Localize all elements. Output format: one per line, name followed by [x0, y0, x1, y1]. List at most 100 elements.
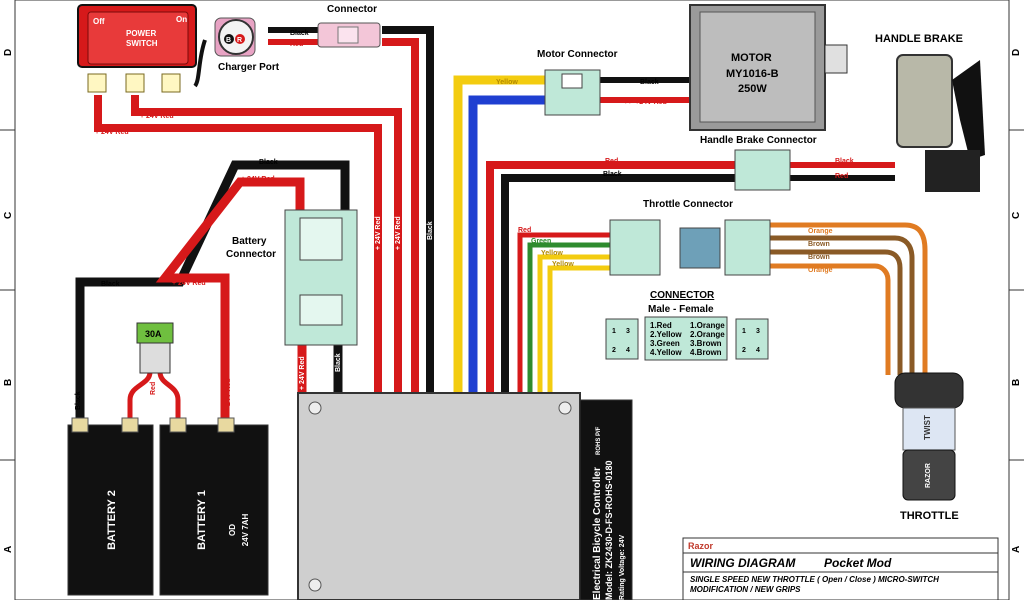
wire-label: Black	[101, 281, 120, 288]
battery-1-body	[159, 424, 269, 596]
wire-label: Black	[835, 158, 854, 165]
motor: MOTOR MY1016-B 250W	[689, 4, 848, 131]
wire-label: Red	[835, 173, 848, 180]
controller-label-plate	[579, 399, 633, 600]
battery-1-label: BATTERY 1	[196, 490, 208, 550]
charger-connector-label: Connector	[327, 4, 377, 15]
legend-pin-left: 1	[612, 328, 616, 335]
throttle-grip	[902, 449, 956, 501]
handle-brake-grip	[896, 54, 953, 148]
wire-label: Black	[75, 391, 82, 410]
power-switch-off: Off	[93, 17, 105, 26]
battery-spec1: OD	[228, 524, 237, 536]
wire-label: + 24V Red	[299, 356, 306, 390]
charger-connector-latch	[337, 26, 359, 44]
handle-brake-connector-body	[734, 149, 791, 191]
wire-yellow-throttle-1	[537, 254, 610, 395]
wire-fuse-right	[157, 371, 181, 420]
throttle-cap	[894, 372, 964, 409]
power-switch-title2: SWITCH	[126, 39, 158, 48]
battery-2-terminal	[121, 417, 139, 433]
wire-label: >> + 24V Blue	[476, 99, 522, 106]
charger-pin-b-label: B	[226, 37, 231, 44]
legend-female-3: 3.Brown	[690, 339, 722, 348]
title-block-model: Pocket Mod	[824, 556, 892, 570]
wire-black-charger	[382, 26, 434, 395]
legend-female-2: 2.Orange	[690, 330, 725, 339]
wire-label: + 24V Red	[172, 280, 206, 287]
wire-label: + 24V Red	[375, 216, 382, 250]
wire-red-battery	[155, 177, 305, 420]
battery-2-terminal	[71, 417, 89, 433]
legend-table	[644, 316, 728, 361]
power-switch-rocker	[87, 11, 189, 65]
motor-connector: Motor Connector	[537, 49, 618, 116]
handle-brake-clamp	[925, 150, 980, 192]
power-switch-on: On	[176, 15, 187, 24]
battery-connector: Battery Connector	[226, 209, 358, 346]
controller-line2: Model: ZK2430-D-FS-ROHS-0180	[604, 460, 614, 600]
battery-connector-line2: Connector	[226, 249, 276, 260]
battery-2-body	[67, 424, 154, 596]
switch-terminal	[125, 73, 145, 93]
legend-pin-right: 4	[756, 347, 760, 354]
charger-port-label: Charger Port	[218, 62, 280, 73]
frame-border	[14, 0, 1010, 600]
wire-label: Red	[605, 158, 618, 165]
throttle-connector-label: Throttle Connector	[643, 199, 733, 210]
charger-port: B R Charger Port	[214, 17, 280, 73]
legend-pin-right: 3	[756, 328, 760, 335]
controller-line3: Rating Voltage: 24V	[619, 534, 626, 600]
wire-label: >> +24V Red	[625, 99, 667, 106]
wire-fuse-left	[127, 371, 153, 420]
legend-male-1: 1.Red	[650, 321, 672, 330]
wire-yellow-throttle-2	[547, 265, 610, 395]
controller-line1: Electrical Bicycle Controller	[592, 467, 603, 600]
wire-label: Black	[259, 159, 278, 166]
legend-pin-left: 4	[626, 347, 630, 354]
wire-label: + 24V Red	[395, 216, 402, 250]
wire-brown-throttle-2	[770, 249, 903, 375]
battery-connector-top	[299, 217, 343, 261]
wire-black-brake	[501, 174, 735, 395]
controller: Electrical Bicycle Controller Model: ZK2…	[297, 392, 633, 600]
legend-pin-right: 1	[742, 328, 746, 335]
legend-female-1: 1.Orange	[690, 321, 725, 330]
connector-legend: CONNECTOR Male - Female 1.Red 2.Yellow 3…	[605, 290, 769, 361]
wire-label: + 24V Red	[95, 129, 129, 136]
title-block: Razor WIRING DIAGRAM Pocket Mod SINGLE S…	[682, 537, 999, 600]
throttle: TWIST RAZOR THROTTLE	[894, 372, 964, 522]
border-letter-left: B	[3, 379, 14, 386]
wire-label: Red	[290, 41, 303, 48]
wire-label: Red	[518, 227, 531, 234]
wire-red-switch-1	[131, 95, 402, 395]
title-block-brand: Razor	[688, 541, 714, 551]
battery-2: BATTERY 2	[67, 417, 154, 596]
border-letter-right: D	[1011, 49, 1022, 56]
wire-label: Brown	[808, 254, 830, 261]
motor-face	[699, 11, 816, 123]
motor-connector-latch	[561, 73, 583, 89]
legend-subtitle: Male - Female	[648, 304, 714, 315]
legend-female-plug	[735, 318, 769, 360]
title-block-frame	[682, 537, 999, 600]
battery-connector-bottom	[299, 294, 343, 326]
wire-red-brake	[486, 161, 735, 395]
wire-orange-throttle-2	[770, 263, 891, 375]
legend-title: CONNECTOR	[650, 290, 715, 301]
throttle-connector-cable	[679, 227, 721, 269]
wire-red-charger	[382, 38, 419, 395]
handle-brake-connector: Handle Brake Connector	[700, 135, 817, 191]
charger-pin-r-label: R	[237, 37, 242, 44]
wire-label: Black	[335, 353, 342, 372]
throttle-housing	[902, 407, 956, 451]
border-letter-right: B	[1011, 379, 1022, 386]
motor-line3: 250W	[738, 83, 767, 95]
wire-label: Yellow	[541, 250, 563, 257]
controller-screw	[558, 401, 572, 415]
legend-pin-left: 3	[626, 328, 630, 335]
motor-line2: MY1016-B	[726, 68, 779, 80]
controller-heatsink	[297, 392, 581, 600]
legend-pin-left: 2	[612, 347, 616, 354]
switch-terminal	[161, 73, 181, 93]
